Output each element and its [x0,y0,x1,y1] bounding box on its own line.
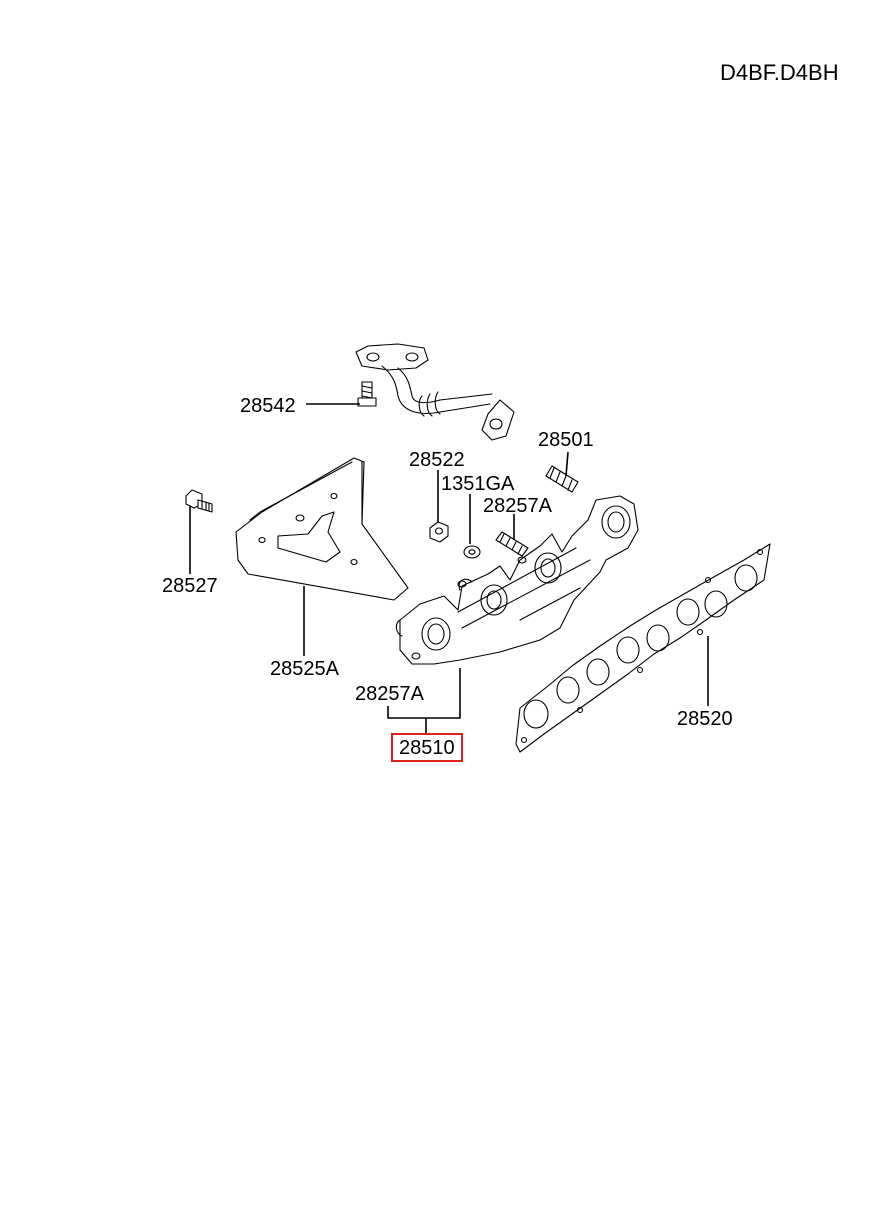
callout-28520[interactable]: 28520 [677,708,733,730]
model-code: D4BF.D4BH [720,60,839,85]
exhaust-manifold-28510-drawing [395,495,639,665]
bolt-28527-drawing [185,489,213,513]
bolt-28542-drawing [357,381,377,407]
callout-28257A-bottom[interactable]: 28257A [355,683,424,705]
heat-protector-28525A-drawing [235,457,409,601]
callout-28527[interactable]: 28527 [162,575,218,597]
stud-28257A-top-drawing [495,531,529,557]
callout-28542[interactable]: 28542 [240,395,296,417]
washer-1351GA-drawing [463,545,481,559]
callout-28522[interactable]: 28522 [409,449,465,471]
nut-28522-drawing [429,521,449,543]
stud-28501-drawing [545,465,579,493]
callout-1351GA[interactable]: 1351GA [441,473,515,495]
callout-28501[interactable]: 28501 [538,429,594,451]
gasket-28520-drawing [515,543,771,753]
egr-pipe-drawing [355,343,515,441]
callout-28510-highlighted[interactable]: 28510 [391,733,463,762]
leader-lines [189,403,709,734]
callout-28257A-top[interactable]: 28257A [483,495,552,517]
callout-28525A[interactable]: 28525A [270,658,339,680]
